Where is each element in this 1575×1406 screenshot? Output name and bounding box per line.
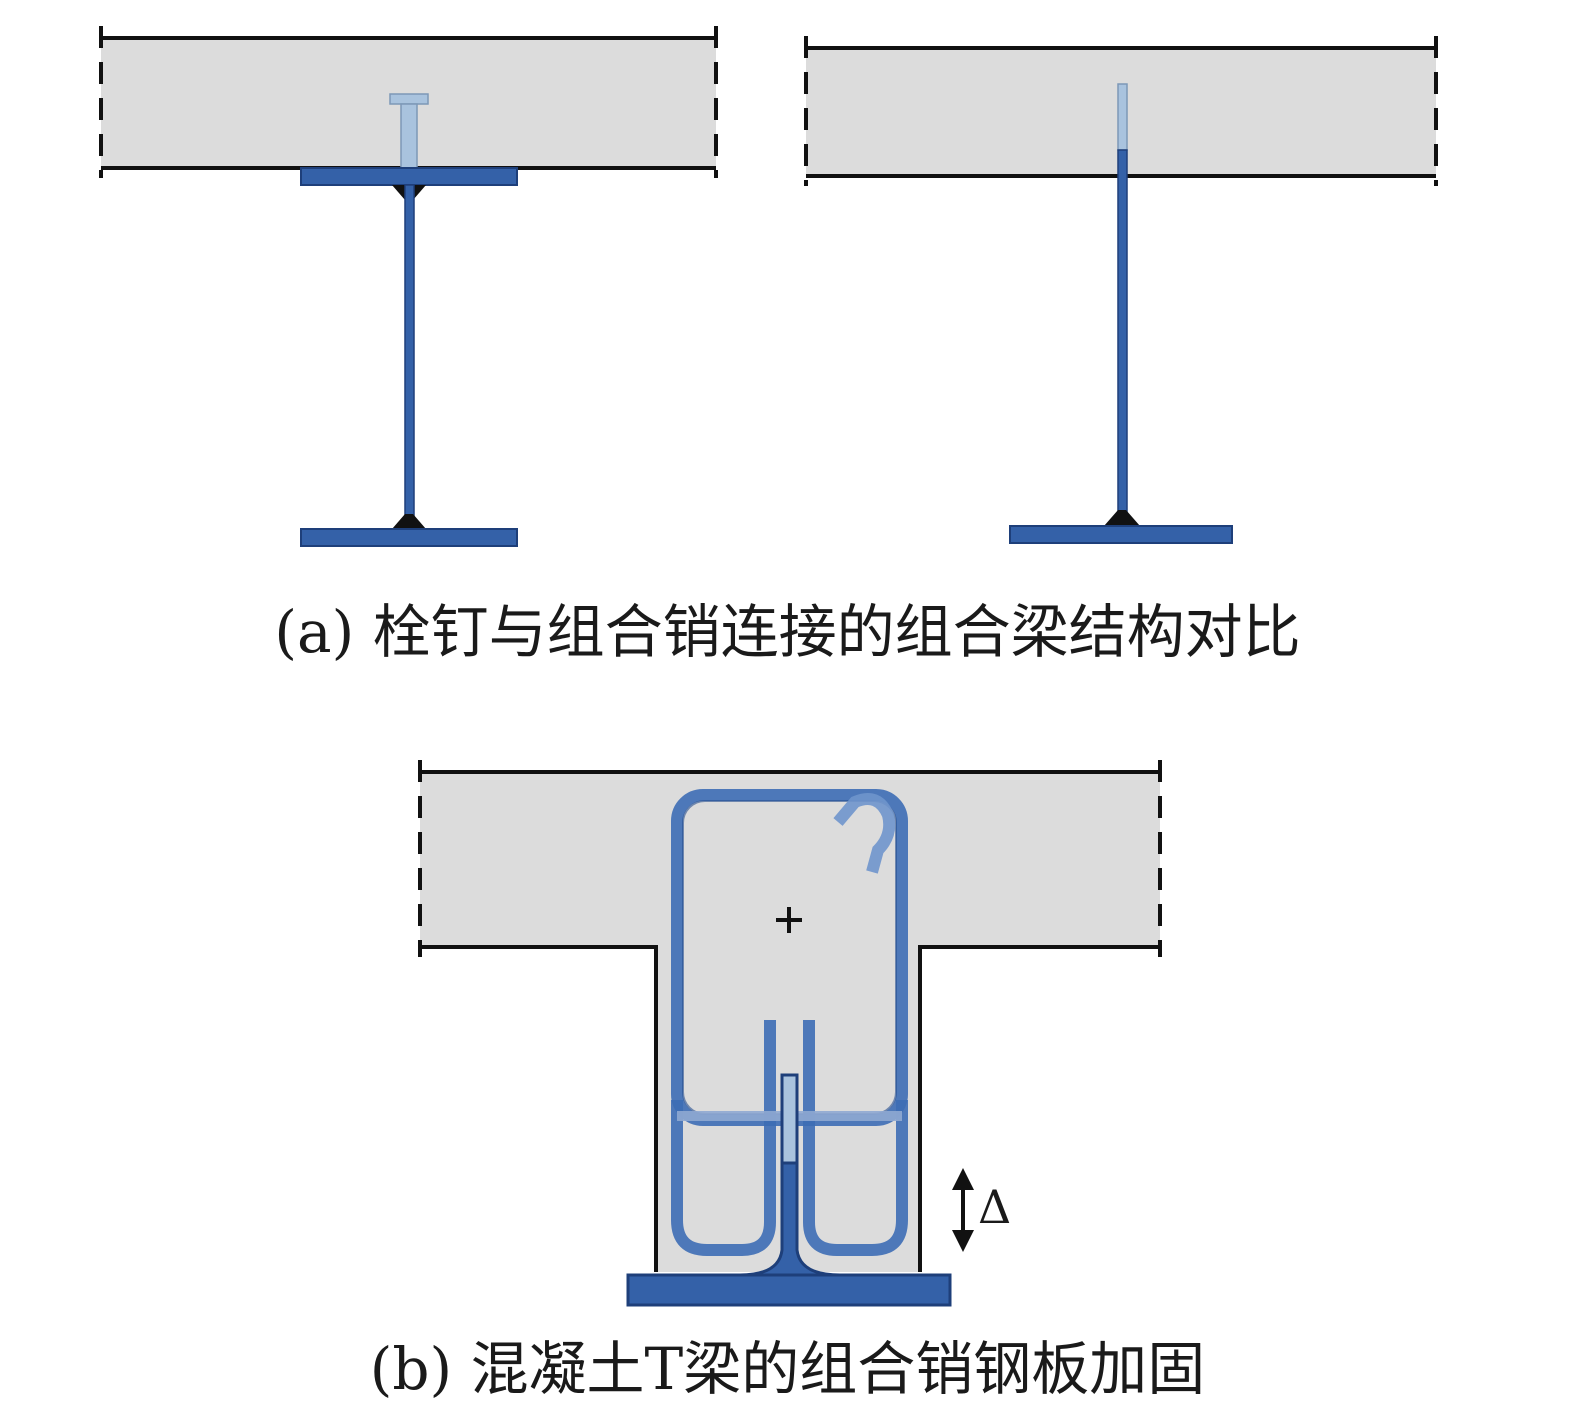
t-outline — [420, 945, 1160, 1272]
dowel-tip — [780, 1073, 799, 1165]
caption-panel-a: (a) 栓钉与组合销连接的组合梁结构对比 — [274, 598, 1301, 666]
u-rebar-left — [671, 1020, 776, 1256]
steel-bottom-plate — [626, 1273, 952, 1307]
web-left — [404, 184, 415, 531]
t-beam-strengthening — [418, 760, 1162, 1307]
web-right — [1117, 149, 1128, 528]
double-arrow-icon — [952, 1168, 974, 1252]
stud-shank — [400, 103, 418, 169]
dowel-strip — [1117, 83, 1128, 151]
bottom-flange-right — [1009, 525, 1233, 544]
dowel-composite-beam — [804, 36, 1438, 544]
bottom-weld-right — [1104, 510, 1140, 526]
stud-head — [389, 93, 429, 105]
bottom-flange-left — [300, 528, 518, 547]
top-flange-left — [300, 167, 518, 186]
plus-icon — [776, 907, 802, 933]
u-rebar-right — [803, 1020, 908, 1256]
caption-panel-b: (b) 混凝土T梁的组合销钢板加固 — [369, 1335, 1206, 1403]
bottom-weld-left — [392, 514, 426, 529]
stud-composite-beam — [99, 26, 718, 547]
concrete-t-section — [420, 772, 1160, 1272]
delta-label: Δ — [978, 1180, 1012, 1234]
stirrup-hook — [833, 793, 896, 874]
